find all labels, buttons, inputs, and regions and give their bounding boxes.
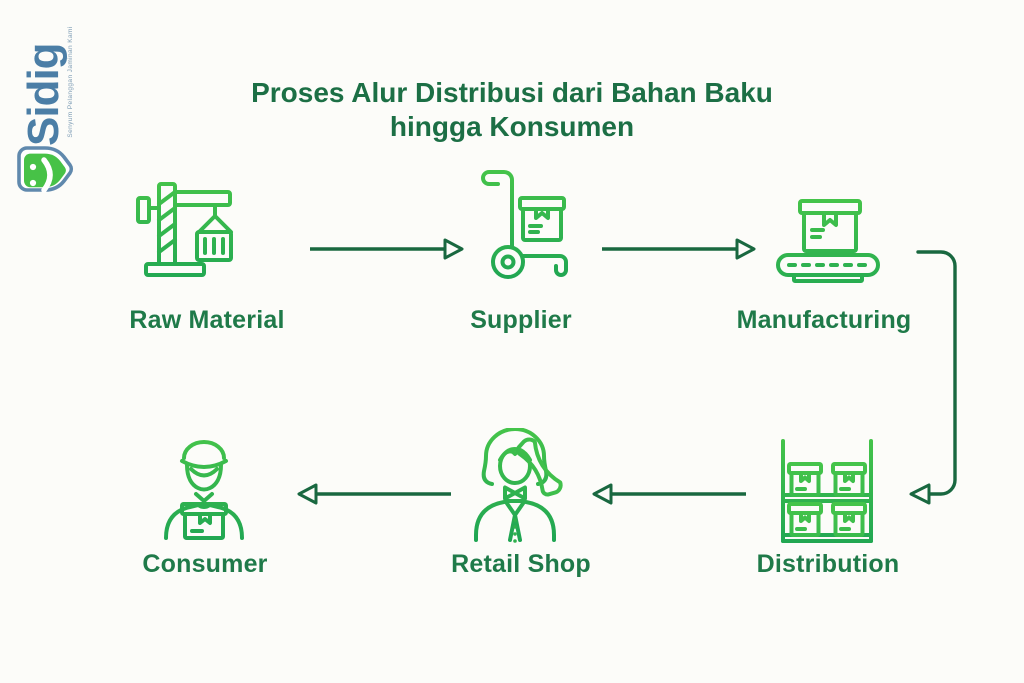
label-manufacturing: Manufacturing	[736, 306, 912, 334]
page-title: Proses Alur Distribusi dari Bahan Baku h…	[0, 76, 1024, 144]
delivery-person-icon	[164, 440, 244, 540]
label-consumer: Consumer	[142, 550, 268, 578]
title-line2: hingga Konsumen	[389, 111, 635, 142]
arrow-right-icon	[310, 238, 464, 260]
warehouse-shelf-icon	[781, 439, 873, 543]
arrow-left-icon	[592, 483, 746, 505]
label-distribution: Distribution	[756, 550, 900, 578]
title-line1: Proses Alur Distribusi dari Bahan Baku	[251, 77, 773, 108]
label-retail-shop: Retail Shop	[451, 550, 591, 578]
label-supplier: Supplier	[470, 306, 572, 334]
conveyor-box-icon	[776, 199, 880, 283]
shield-smiley-icon	[17, 146, 74, 193]
hand-truck-icon	[481, 170, 568, 279]
label-raw-material: Raw Material	[129, 306, 285, 334]
shopkeeper-phone-icon	[474, 428, 563, 543]
arrow-right-icon	[602, 238, 756, 260]
crane-icon	[136, 182, 233, 277]
arrow-left-icon	[297, 483, 451, 505]
connector-arrow-down-icon	[909, 250, 957, 505]
